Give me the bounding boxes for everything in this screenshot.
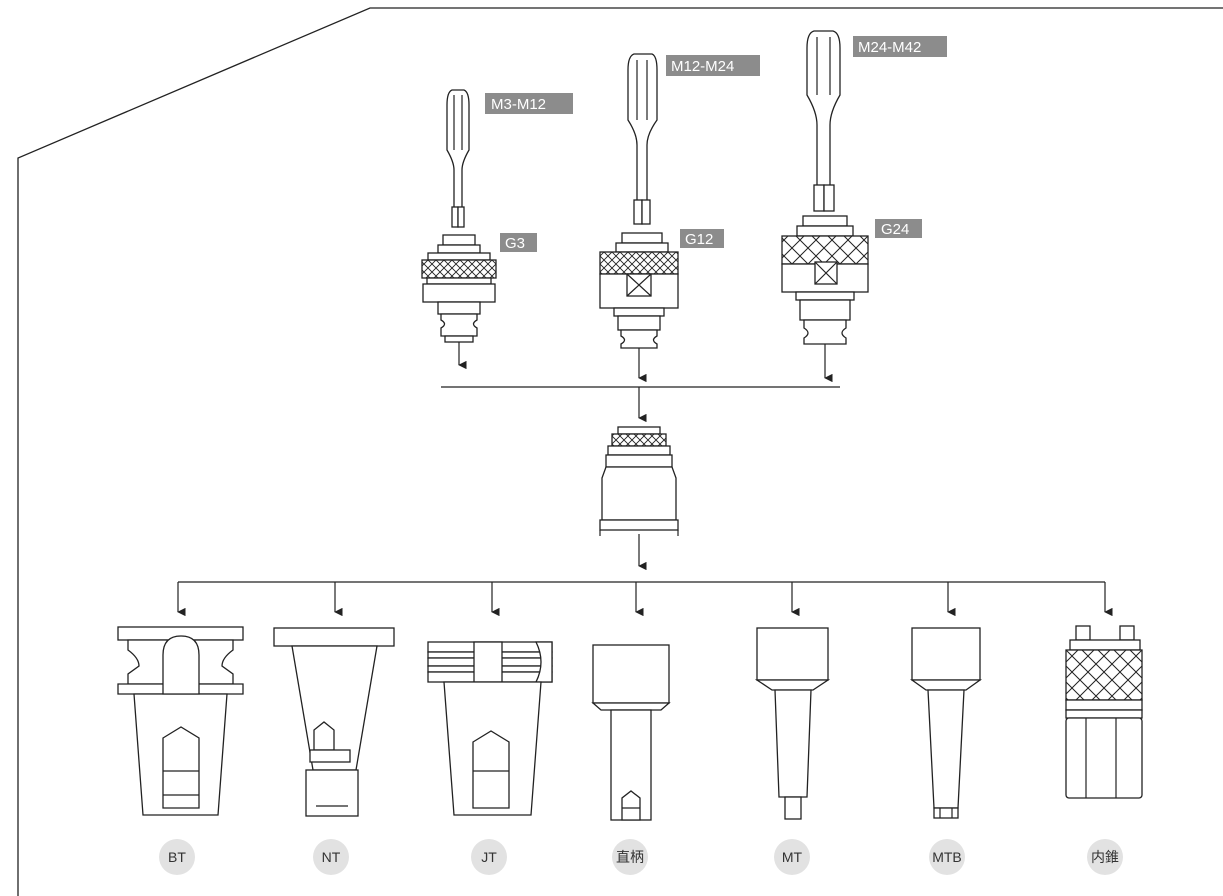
tap-medium (600, 54, 678, 378)
shank-mtb (912, 628, 980, 818)
shank-label-straight: 直柄 (616, 849, 644, 865)
range-label-1: M3-M12 (491, 96, 546, 113)
tap-small (422, 90, 496, 365)
tap-bit-medium (628, 54, 657, 205)
shank-label-mt: MT (782, 849, 803, 865)
shank-label-internal: 内錐 (1091, 849, 1119, 865)
shank-nt (274, 628, 394, 816)
range-label-2: M12-M24 (671, 58, 734, 75)
shank-label-mtb: MTB (932, 849, 962, 865)
shank-label-bt: BT (168, 849, 186, 865)
tap-large (782, 31, 868, 378)
tap-bit-large (807, 31, 840, 190)
shank-straight (593, 645, 669, 820)
tap-bit-small (447, 90, 469, 210)
holder-label-3: G24 (881, 221, 909, 238)
shank-label-nt: NT (322, 849, 341, 865)
quick-change-adapter (600, 427, 678, 536)
holder-label-1: G3 (505, 235, 525, 252)
shank-internal-taper (1066, 626, 1142, 798)
shank-label-jt: JT (481, 849, 497, 865)
shank-bt (118, 627, 243, 815)
shank-badges: BT NT JT 直柄 MT MTB 内錐 (159, 839, 1123, 875)
shank-jt (428, 642, 552, 815)
shank-mt (757, 628, 828, 819)
range-label-3: M24-M42 (858, 39, 921, 56)
holder-label-2: G12 (685, 231, 713, 248)
